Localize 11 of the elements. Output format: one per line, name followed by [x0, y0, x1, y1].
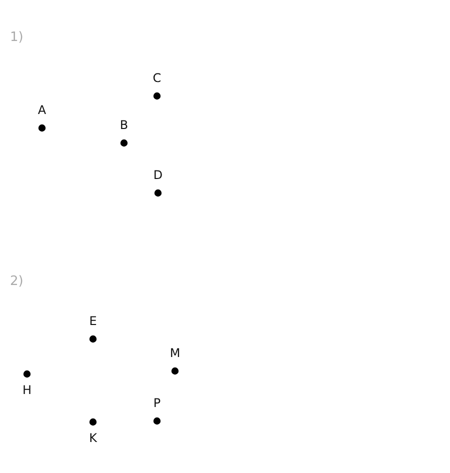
part-number: 1)	[10, 30, 24, 45]
point-label: C	[152, 71, 162, 85]
point-label: E	[88, 314, 98, 328]
point-label: M	[168, 346, 182, 360]
point-label: B	[118, 118, 130, 132]
point-label: K	[88, 431, 98, 445]
point-label: P	[152, 396, 162, 410]
point-label: H	[21, 383, 33, 397]
part-number: 2)	[10, 274, 24, 289]
point-label: A	[36, 103, 48, 117]
point-label: D	[152, 168, 164, 182]
